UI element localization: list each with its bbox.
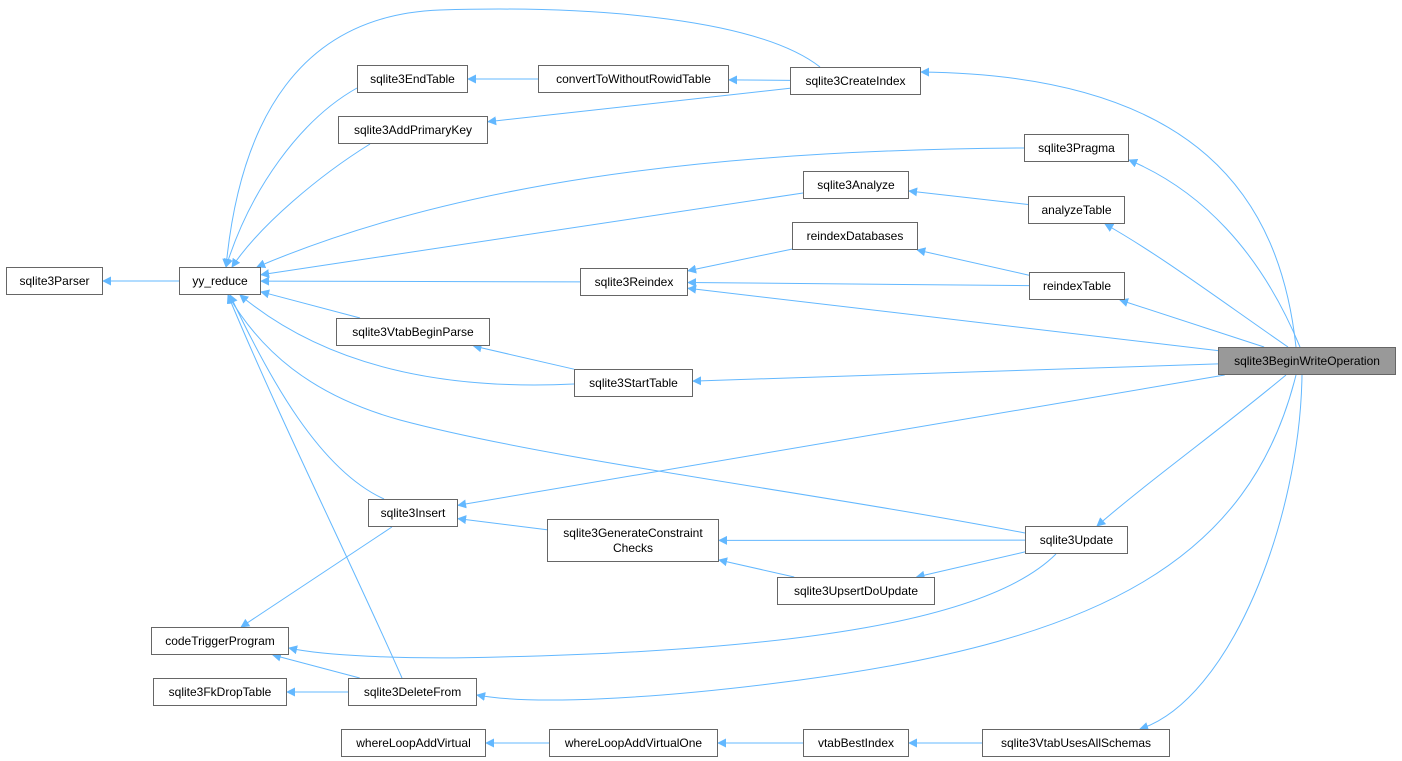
edge-update-to-yy [227,294,1026,534]
node-vtabbegin[interactable]: sqlite3VtabBeginParse [336,318,490,346]
node-wherevirtone[interactable]: whereLoopAddVirtualOne [549,729,718,757]
node-reindex[interactable]: sqlite3Reindex [580,268,688,296]
node-deletefrom[interactable]: sqlite3DeleteFrom [348,678,477,706]
edge-reindex-to-yy [260,276,581,286]
edge-reindexdb-to-reindex [687,248,793,274]
node-pragma[interactable]: sqlite3Pragma [1024,134,1129,162]
edge-pragma-to-yy [256,147,1025,268]
edge-endtable-to-yy [224,87,358,268]
edge-insert-to-yy [229,294,385,500]
node-upsert[interactable]: sqlite3UpsertDoUpdate [777,577,935,605]
node-codetrigger[interactable]: codeTriggerProgram [151,627,289,655]
edge-upsert-to-genconstraint [718,557,795,578]
edge-createindex-to-addpk [487,87,791,126]
node-starttable[interactable]: sqlite3StartTable [574,369,693,397]
edge-starttable-to-vtabbegin [472,343,575,370]
node-vtabbest[interactable]: vtabBestIndex [803,729,909,757]
edge-createindex-to-yy [222,8,821,268]
edge-update-to-upsert [915,551,1026,580]
node-wherevirt[interactable]: whereLoopAddVirtual [341,729,486,757]
node-convert[interactable]: convertToWithoutRowidTable [538,65,729,93]
edge-reindextable-to-reindexdb [916,247,1030,276]
node-addpk[interactable]: sqlite3AddPrimaryKey [338,116,488,144]
node-endtable[interactable]: sqlite3EndTable [357,65,468,93]
node-parser[interactable]: sqlite3Parser [6,267,103,295]
node-vtabuses[interactable]: sqlite3VtabUsesAllSchemas [982,729,1170,757]
edge-reindextable-to-reindex [687,278,1030,288]
edge-begin-to-reindex [687,284,1219,352]
edge-genconstraint-to-insert [457,515,548,531]
edge-begin-to-update [1096,374,1287,527]
node-yy[interactable]: yy_reduce [179,267,261,295]
node-reindextable[interactable]: reindexTable [1029,272,1125,300]
node-analyze[interactable]: sqlite3Analyze [803,171,909,199]
edge-begin-to-vtabuses [1139,374,1303,731]
node-createindex[interactable]: sqlite3CreateIndex [790,67,921,95]
edge-addpk-to-yy [231,143,371,268]
edge-insert-to-codetrigger [240,526,393,628]
edge-analyze-to-yy [260,192,804,279]
edge-createindex-to-convert [728,75,791,85]
node-reindexdb[interactable]: reindexDatabases [792,222,918,250]
node-analyzetable[interactable]: analyzeTable [1028,196,1125,224]
edge-begin-to-pragma [1128,159,1301,348]
node-begin[interactable]: sqlite3BeginWriteOperation [1218,347,1396,375]
edge-starttable-to-yy [239,294,575,386]
node-fkdrop[interactable]: sqlite3FkDropTable [153,678,287,706]
edge-vtabbegin-to-yy [260,289,361,319]
edge-begin-to-deletefrom [476,374,1297,701]
edge-deletefrom-to-yy [226,294,403,679]
edge-begin-to-analyzetable [1104,223,1289,348]
edge-update-to-codetrigger [288,553,1057,659]
edge-begin-to-reindextable [1119,298,1265,348]
edge-analyzetable-to-analyze [908,187,1029,205]
edge-deletefrom-to-codetrigger [271,652,360,679]
edge-begin-to-insert [457,374,1225,509]
node-insert[interactable]: sqlite3Insert [368,499,458,527]
edge-begin-to-createindex [920,67,1297,348]
node-genconstraint[interactable]: sqlite3GenerateConstraint Checks [547,519,719,562]
node-update[interactable]: sqlite3Update [1025,526,1128,554]
edge-begin-to-starttable [692,363,1219,386]
